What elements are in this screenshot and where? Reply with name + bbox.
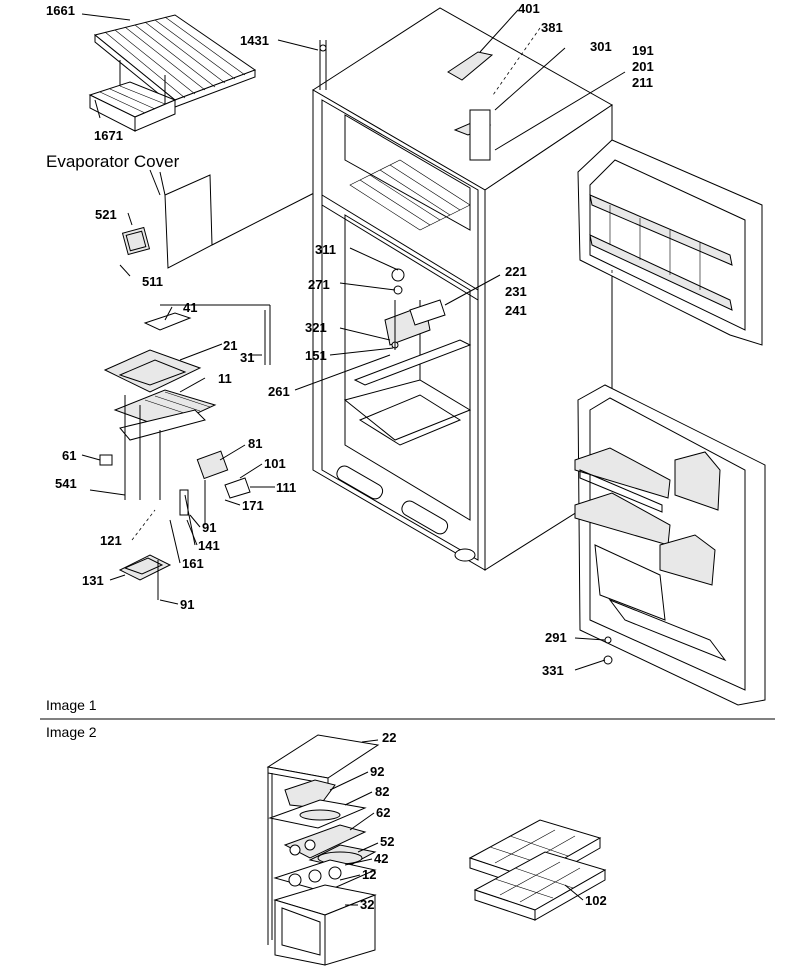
label-151: 151 [305, 348, 327, 363]
label-211: 211 [632, 75, 653, 90]
label-41: 41 [183, 300, 197, 315]
label-101: 101 [264, 456, 286, 471]
label-32: 32 [360, 897, 374, 912]
label-331: 331 [542, 663, 564, 678]
leader-lines [81, 9, 626, 671]
label-61: 61 [62, 448, 76, 463]
hinge-cover [447, 51, 494, 81]
label-91-lower: 91 [180, 597, 194, 612]
label-22: 22 [382, 730, 396, 745]
label-241: 241 [505, 303, 527, 318]
label-301: 301 [590, 39, 612, 54]
label-291: 291 [545, 630, 567, 645]
label-11: 11 [218, 371, 232, 386]
label-42: 42 [374, 851, 388, 866]
label-381: 381 [541, 20, 563, 35]
freezer-door [577, 139, 763, 346]
label-52: 52 [380, 834, 394, 849]
fresh-food-door [574, 384, 766, 706]
label-91-upper: 91 [202, 520, 216, 535]
label-81: 81 [248, 436, 262, 451]
label-311: 311 [315, 242, 336, 257]
label-92: 92 [370, 764, 384, 779]
control-housing [89, 304, 271, 500]
label-521: 521 [95, 207, 117, 222]
wire-shelf [93, 14, 257, 109]
label-1431: 1431 [240, 33, 269, 48]
label-31: 31 [240, 350, 254, 365]
label-62: 62 [376, 805, 390, 820]
ice-bin-assembly [266, 734, 380, 966]
label-21: 21 [223, 338, 237, 353]
label-102: 102 [585, 893, 607, 908]
ice-cube-trays [468, 819, 607, 921]
label-261: 261 [268, 384, 290, 399]
caption-image-1: Image 1 [46, 697, 97, 713]
evaporator-cover [121, 171, 321, 269]
label-82: 82 [375, 784, 389, 799]
label-271: 271 [308, 277, 330, 292]
thermostat-bracket [353, 268, 472, 386]
label-131: 131 [82, 573, 104, 588]
label-191: 191 [632, 43, 654, 58]
leader-lines-image2 [329, 739, 584, 906]
label-12: 12 [362, 867, 376, 882]
refrigerator-cabinet [312, 7, 613, 571]
label-231: 231 [505, 284, 527, 299]
label-evaporator-cover: Evaporator Cover [46, 152, 180, 171]
damper-assembly [179, 450, 251, 546]
label-201: 201 [632, 59, 654, 74]
label-161: 161 [182, 556, 204, 571]
label-141: 141 [198, 538, 220, 553]
label-1661: 1661 [46, 3, 75, 18]
label-1671: 1671 [94, 128, 123, 143]
label-111: 111 [276, 480, 296, 495]
wire-basket [88, 60, 177, 132]
label-321: 321 [305, 320, 327, 335]
label-511: 511 [142, 274, 163, 289]
drain-trough [118, 554, 172, 600]
label-121: 121 [100, 533, 122, 548]
label-541: 541 [55, 476, 77, 491]
caption-image-2: Image 2 [46, 724, 97, 740]
label-401: 401 [518, 1, 540, 16]
label-171: 171 [242, 498, 264, 513]
label-221: 221 [505, 264, 527, 279]
